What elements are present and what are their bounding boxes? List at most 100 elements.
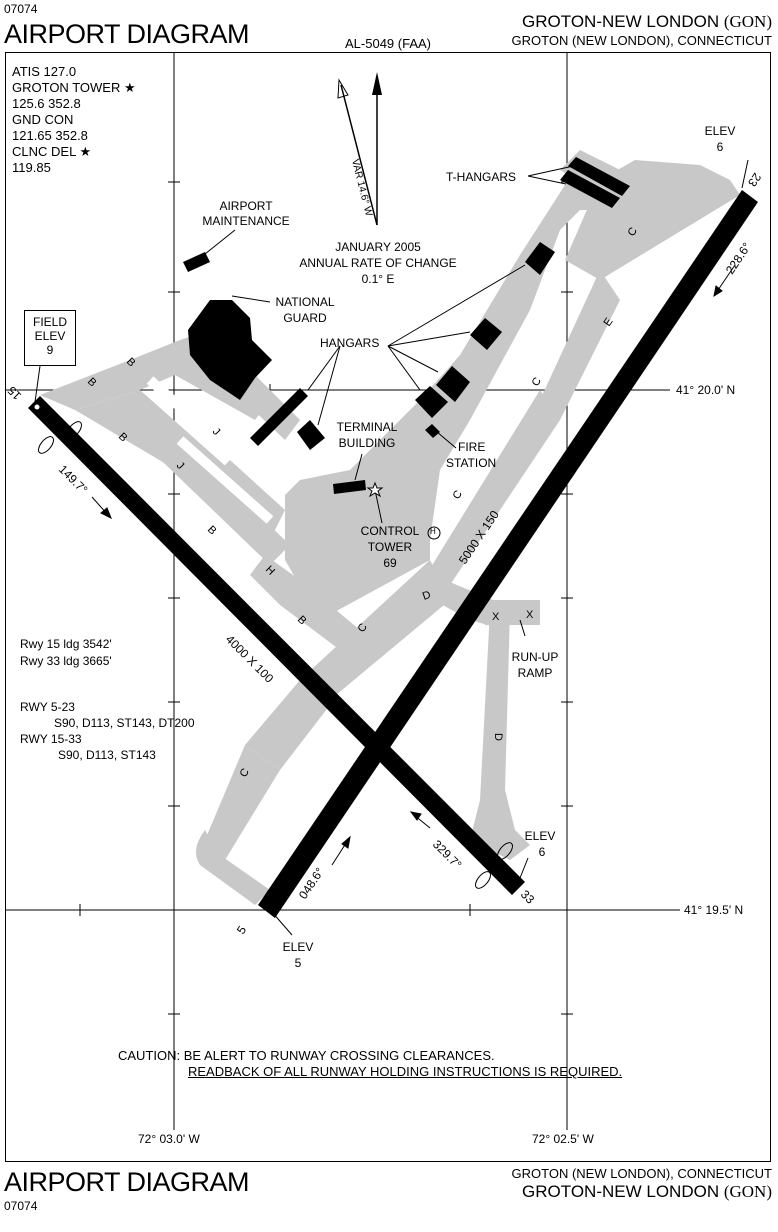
hangar-2 — [470, 318, 502, 350]
terminal-label-2: BUILDING — [338, 436, 396, 450]
lda-rwy33: Rwy 33 ldg 3665' — [20, 654, 112, 668]
t-hangars-label: T-HANGARS — [446, 170, 517, 184]
clnc-label: CLNC DEL — [12, 144, 76, 159]
lat-label-1: 41° 20.0' N — [676, 383, 736, 397]
north-arrow — [337, 72, 382, 226]
clnc-label-row: CLNC DEL ★ — [12, 144, 91, 159]
variation-text: VAR 14.6° W — [349, 158, 374, 218]
lda-rwy15: Rwy 15 ldg 3542' — [20, 637, 112, 651]
star-icon: ★ — [123, 80, 136, 95]
control-tower-label-2: TOWER — [367, 540, 413, 554]
gnd-freqs: 121.65 352.8 — [12, 128, 88, 143]
strength-rwy-15-33-values: S90, D113, ST143 — [58, 748, 156, 762]
apron-gaps — [146, 376, 274, 524]
control-tower-label-1: CONTROL — [360, 524, 420, 538]
footer-airport-name-row: GROTON-NEW LONDON (GON) — [522, 1182, 772, 1202]
maintenance-label-2: MAINTENANCE — [202, 214, 290, 228]
field-elev-label-1: FIELD — [32, 315, 67, 329]
airport-location: GROTON (NEW LONDON), CONNECTICUT — [511, 33, 772, 48]
national-guard-label-2: GUARD — [283, 311, 327, 325]
elev-33-label: ELEV — [524, 829, 556, 843]
maintenance-building — [183, 252, 210, 272]
mag-rate-label: ANNUAL RATE OF CHANGE — [299, 256, 457, 270]
footer-airport-name: GROTON-NEW LONDON — [522, 1182, 720, 1201]
helipad-icon — [427, 526, 441, 540]
tower-label: GROTON TOWER — [12, 80, 121, 95]
t-hangar-2 — [568, 157, 630, 196]
rwy-end-33: 33 — [518, 887, 538, 907]
footer-location: GROTON (NEW LONDON), CONNECTICUT — [511, 1166, 772, 1181]
footer-chart-number: 07074 — [4, 1199, 38, 1213]
diagram-frame — [5, 52, 771, 1162]
elev-23-label: ELEV — [704, 124, 736, 138]
lat-label-2: 41° 19.5' N — [684, 903, 744, 917]
taxiway-x-1: X — [492, 611, 500, 623]
mag-date: JANUARY 2005 — [335, 240, 421, 254]
t-hangar-1 — [560, 170, 620, 208]
airport-name-header: GROTON-NEW LONDON (GON) — [522, 12, 772, 32]
rwy-end-15: 15 — [5, 383, 25, 403]
taxiway-d-1: D — [421, 589, 433, 603]
helipad-label: H — [430, 527, 436, 536]
strength-rwy-5-23-values: S90, D113, ST143, DT200 — [54, 716, 195, 730]
elev-5-label: ELEV — [282, 940, 314, 954]
taxiway-d-2: D — [492, 733, 504, 741]
runway-15-33 — [28, 396, 525, 895]
caution-line-2: READBACK OF ALL RUNWAY HOLDING INSTRUCTI… — [188, 1064, 623, 1079]
chart-number: 07074 — [4, 2, 38, 16]
tower-label-row: GROTON TOWER ★ — [12, 80, 136, 95]
terminal-label-1: TERMINAL — [336, 420, 398, 434]
taxiway-x-2: X — [526, 609, 534, 621]
clnc-freq: 119.85 — [12, 160, 51, 175]
hangar-west-1 — [250, 388, 308, 446]
maintenance-label-1: AIRPORT — [219, 199, 273, 213]
control-tower-elev: 69 — [383, 556, 397, 570]
elev-33-value: 6 — [538, 845, 546, 859]
elev-5-value: 5 — [294, 956, 302, 970]
hdg-329: 329.7° — [430, 837, 465, 872]
strength-rwy-5-23: RWY 5-23 — [20, 700, 75, 714]
al-number: AL-5049 (FAA) — [345, 36, 431, 51]
approach-lights — [38, 421, 513, 889]
lon-label-2: 72° 02.5' W — [532, 1132, 594, 1146]
hdg-149: 149.7° — [56, 462, 91, 497]
hangar-3 — [436, 366, 470, 402]
tower-freqs: 125.6 352.8 — [12, 96, 81, 111]
buildings — [183, 157, 630, 494]
control-tower-icon — [366, 481, 384, 498]
field-elev-label-3: 9 — [46, 343, 54, 357]
atis-freq: ATIS 127.0 — [12, 64, 77, 79]
caution-line-1: CAUTION: BE ALERT TO RUNWAY CROSSING CLE… — [118, 1048, 495, 1063]
fire-station-label-1: FIRE — [458, 440, 486, 454]
national-guard-building — [188, 300, 272, 400]
fire-station — [425, 424, 440, 438]
hangars-label: HANGARS — [320, 336, 380, 350]
heading-arrows — [91, 264, 736, 866]
terminal-building — [333, 480, 366, 494]
lon-label-1: 72° 03.0' W — [138, 1132, 200, 1146]
taxiway-b-4: B — [205, 524, 219, 538]
gnd-label: GND CON — [12, 112, 74, 127]
rwy-end-23: 23 — [745, 170, 764, 189]
star-icon: ★ — [79, 144, 92, 159]
elev-23-value: 6 — [716, 140, 724, 154]
strength-rwy-15-33: RWY 15-33 — [20, 732, 82, 746]
leader-lines — [34, 159, 749, 936]
runway-5-23 — [258, 190, 758, 918]
runways — [28, 190, 758, 918]
footer-airport-id: (GON) — [723, 1182, 772, 1201]
airport-id: (GON) — [723, 12, 772, 31]
runup-label-2: RAMP — [517, 666, 553, 680]
rwy-end-5: 5 — [234, 923, 250, 937]
page-title: AIRPORT DIAGRAM — [4, 19, 250, 49]
field-elev-marker — [33, 403, 41, 411]
taxiway-c-3: C — [451, 488, 465, 501]
hangar-4 — [415, 386, 448, 418]
field-elev-label-2: ELEV — [34, 329, 66, 343]
taxiway-c-2: C — [530, 375, 544, 388]
footer-title: AIRPORT DIAGRAM — [4, 1167, 250, 1197]
mag-rate: 0.1° E — [361, 272, 395, 286]
airport-name: GROTON-NEW LONDON — [522, 12, 720, 31]
runup-label-1: RUN-UP — [511, 650, 559, 664]
